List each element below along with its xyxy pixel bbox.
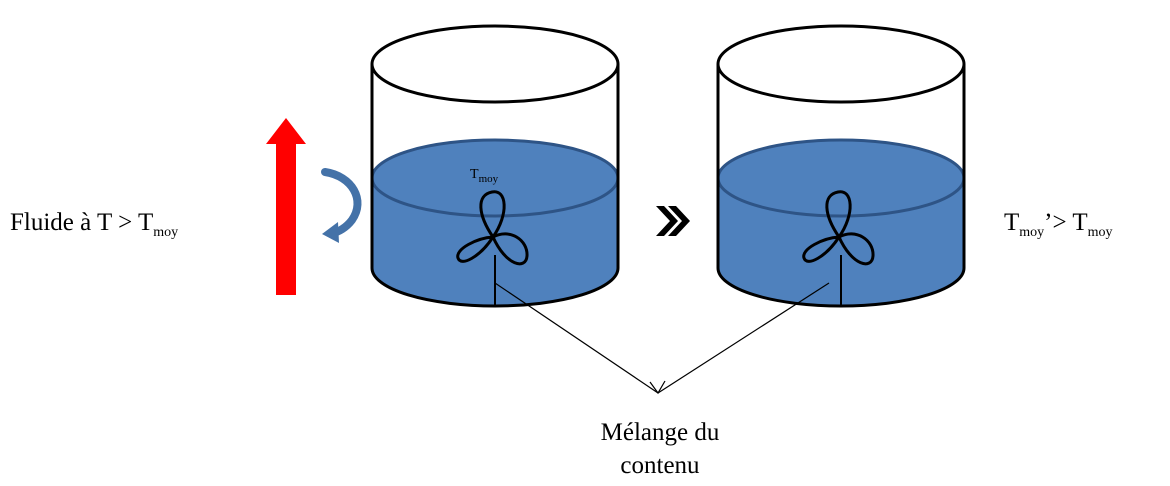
curved-arrow-icon	[321, 168, 362, 243]
tank-1-liquid	[372, 140, 618, 306]
tank-2-liquid	[718, 140, 964, 306]
propeller-icon	[456, 190, 529, 266]
result-label: Tmoy’> Tmoy	[1004, 209, 1113, 240]
mixing-pointer-lines	[494, 282, 830, 395]
tank-2-rim	[716, 24, 966, 104]
tank-1: Tmoy	[370, 24, 620, 308]
tank-temp-label: Tmoy	[470, 167, 499, 185]
double-chevron-right-icon	[656, 206, 690, 236]
inlet-label: Fluide à T > Tmoy	[10, 209, 178, 240]
tank-2	[716, 24, 966, 308]
mixing-label-line-1: Mélange du	[601, 419, 720, 446]
mixing-label-line-2: contenu	[620, 452, 700, 479]
propeller-icon	[802, 190, 875, 266]
tank-1-rim	[370, 24, 620, 104]
arrow-up-icon	[266, 118, 306, 295]
